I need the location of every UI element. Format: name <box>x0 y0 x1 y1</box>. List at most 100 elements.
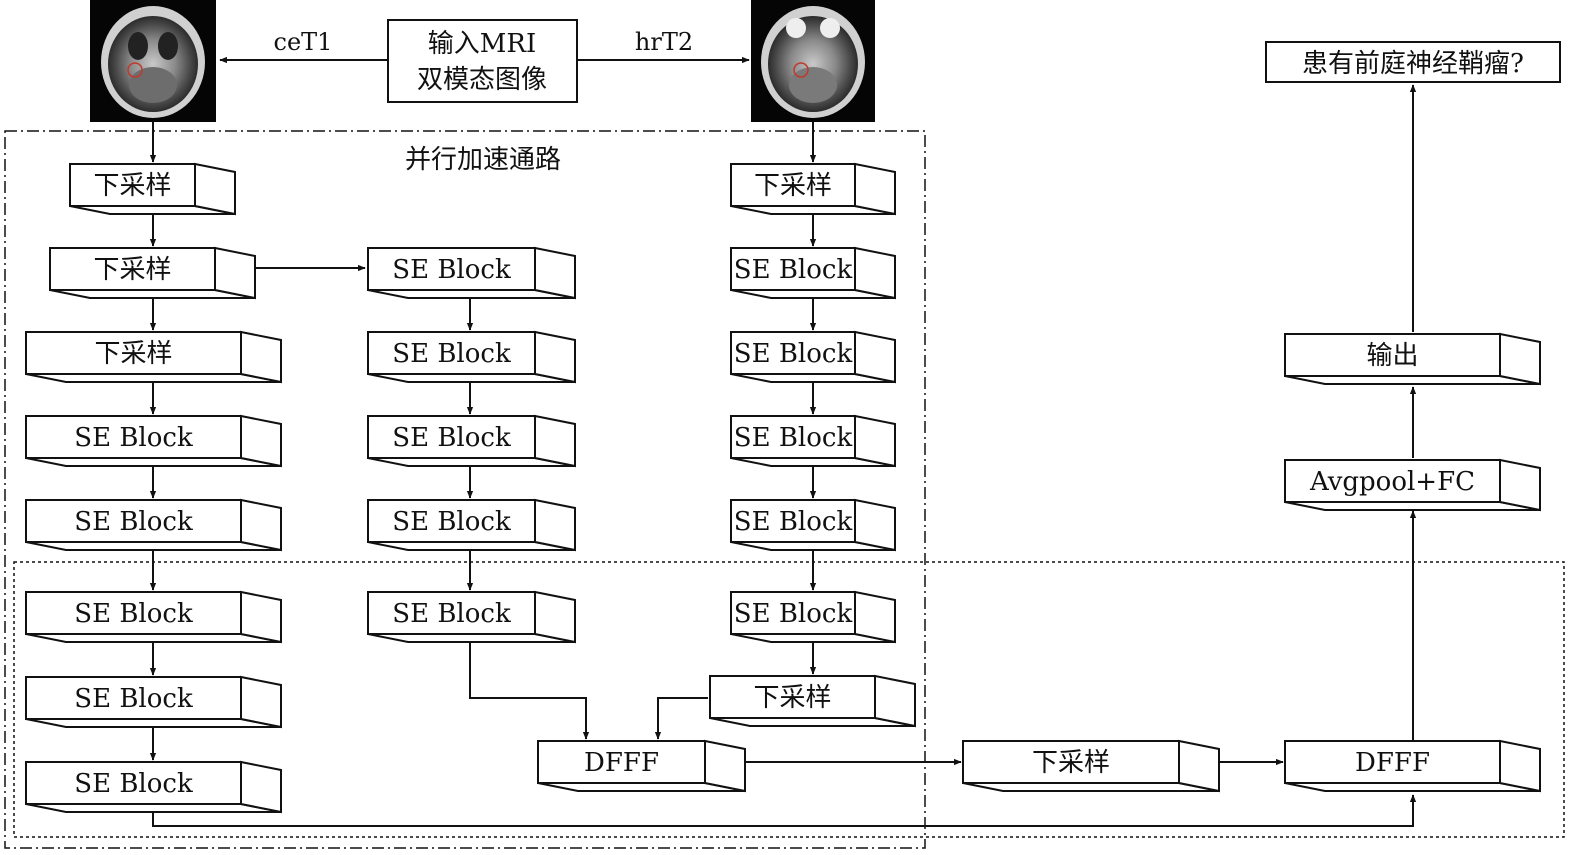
block-a4-label: SE Block <box>74 423 193 453</box>
block-c3: SE Block <box>730 330 896 384</box>
cet1-label: ceT1 <box>274 28 333 56</box>
edge-c7-dfff1 <box>654 697 708 740</box>
block-a7: SE Block <box>25 675 282 729</box>
block-c3-label: SE Block <box>734 339 853 369</box>
block-b2: SE Block <box>367 330 576 384</box>
block-a4-side <box>240 414 282 468</box>
block-ds-side <box>1178 739 1220 793</box>
block-c6: SE Block <box>730 590 896 644</box>
block-a8-side <box>240 760 282 814</box>
block-c1-label: 下采样 <box>754 171 832 201</box>
block-c5-front <box>730 499 856 543</box>
parallel-region <box>4 130 926 849</box>
block-a3-front <box>25 331 242 375</box>
input-label-line1: 输入MRI <box>428 29 536 59</box>
block-out-side <box>1499 332 1541 386</box>
block-dfff1: DFFF <box>537 739 746 793</box>
block-b5-label: SE Block <box>392 599 511 629</box>
block-avg-label: Avgpool+FC <box>1309 467 1475 497</box>
block-c7-side <box>874 674 916 728</box>
block-a6-label: SE Block <box>74 599 193 629</box>
block-c7-front <box>709 675 876 719</box>
block-ds-front <box>962 740 1180 784</box>
block-c7: 下采样 <box>709 674 916 728</box>
block-a7-label: SE Block <box>74 684 193 714</box>
block-avg-side <box>1499 458 1541 512</box>
hrt2-label: hrT2 <box>635 28 693 56</box>
block-b1-front <box>367 247 536 291</box>
block-a1-side <box>194 162 236 216</box>
block-a7-front <box>25 676 242 720</box>
block-c6-side <box>854 590 896 644</box>
block-c1: 下采样 <box>730 162 896 216</box>
block-a1: 下采样 <box>69 162 236 216</box>
block-a6: SE Block <box>25 590 282 644</box>
block-dfff2: DFFF <box>1284 739 1541 793</box>
cet1-mri-image <box>90 0 216 122</box>
block-a2-front <box>49 247 216 291</box>
edge-b5-dfff1 <box>469 642 590 740</box>
input-label-line2: 双模态图像 <box>417 65 547 95</box>
block-b1: SE Block <box>367 246 576 300</box>
block-a1-front <box>69 163 196 207</box>
block-b3-side <box>534 414 576 468</box>
block-b2-front <box>367 331 536 375</box>
block-dfff1-side <box>704 739 746 793</box>
block-a6-side <box>240 590 282 644</box>
block-ds: 下采样 <box>962 739 1220 793</box>
block-a5-side <box>240 498 282 552</box>
block-dfff2-front <box>1284 740 1501 784</box>
block-out: 输出 <box>1284 332 1541 386</box>
block-a4-front <box>25 415 242 459</box>
block-b5: SE Block <box>367 590 576 644</box>
block-c1-side <box>854 162 896 216</box>
block-c2-label: SE Block <box>734 255 853 285</box>
block-b3-label: SE Block <box>392 423 511 453</box>
block-c4: SE Block <box>730 414 896 468</box>
block-c2-side <box>854 246 896 300</box>
result-label: 患有前庭神经鞘瘤? <box>1302 49 1524 79</box>
block-out-front <box>1284 333 1501 377</box>
block-out-label: 输出 <box>1366 341 1418 371</box>
block-a5: SE Block <box>25 498 282 552</box>
block-a2: 下采样 <box>49 246 256 300</box>
block-b2-label: SE Block <box>392 339 511 369</box>
block-dfff1-label: DFFF <box>584 748 659 778</box>
block-avg-front <box>1284 459 1501 503</box>
block-a8-front <box>25 761 242 805</box>
block-dfff1-front <box>537 740 706 784</box>
parallel-label: 并行加速通路 <box>405 145 561 175</box>
block-a8: SE Block <box>25 760 282 814</box>
block-c4-label: SE Block <box>734 423 853 453</box>
block-a8-label: SE Block <box>74 769 193 799</box>
block-dfff2-side <box>1499 739 1541 793</box>
hrt2-mri-image <box>751 0 875 122</box>
block-b4-front <box>367 499 536 543</box>
block-dfff2-label: DFFF <box>1355 748 1430 778</box>
block-b4: SE Block <box>367 498 576 552</box>
fusion-region <box>13 561 1565 838</box>
block-c3-side <box>854 330 896 384</box>
block-c5: SE Block <box>730 498 896 552</box>
block-ds-label: 下采样 <box>1032 748 1110 778</box>
block-a4: SE Block <box>25 414 282 468</box>
block-a6-front <box>25 591 242 635</box>
block-a2-label: 下采样 <box>93 255 171 285</box>
block-c6-label: SE Block <box>734 599 853 629</box>
edge-a8-dfff2 <box>152 794 1417 827</box>
block-b3: SE Block <box>367 414 576 468</box>
block-c4-side <box>854 414 896 468</box>
block-c1-front <box>730 163 856 207</box>
block-b5-side <box>534 590 576 644</box>
block-avg: Avgpool+FC <box>1284 458 1541 512</box>
block-c3-front <box>730 331 856 375</box>
block-a3: 下采样 <box>25 330 282 384</box>
block-c7-label: 下采样 <box>753 683 831 713</box>
block-b1-label: SE Block <box>392 255 511 285</box>
block-a7-side <box>240 675 282 729</box>
block-b1-side <box>534 246 576 300</box>
block-b3-front <box>367 415 536 459</box>
block-a5-front <box>25 499 242 543</box>
